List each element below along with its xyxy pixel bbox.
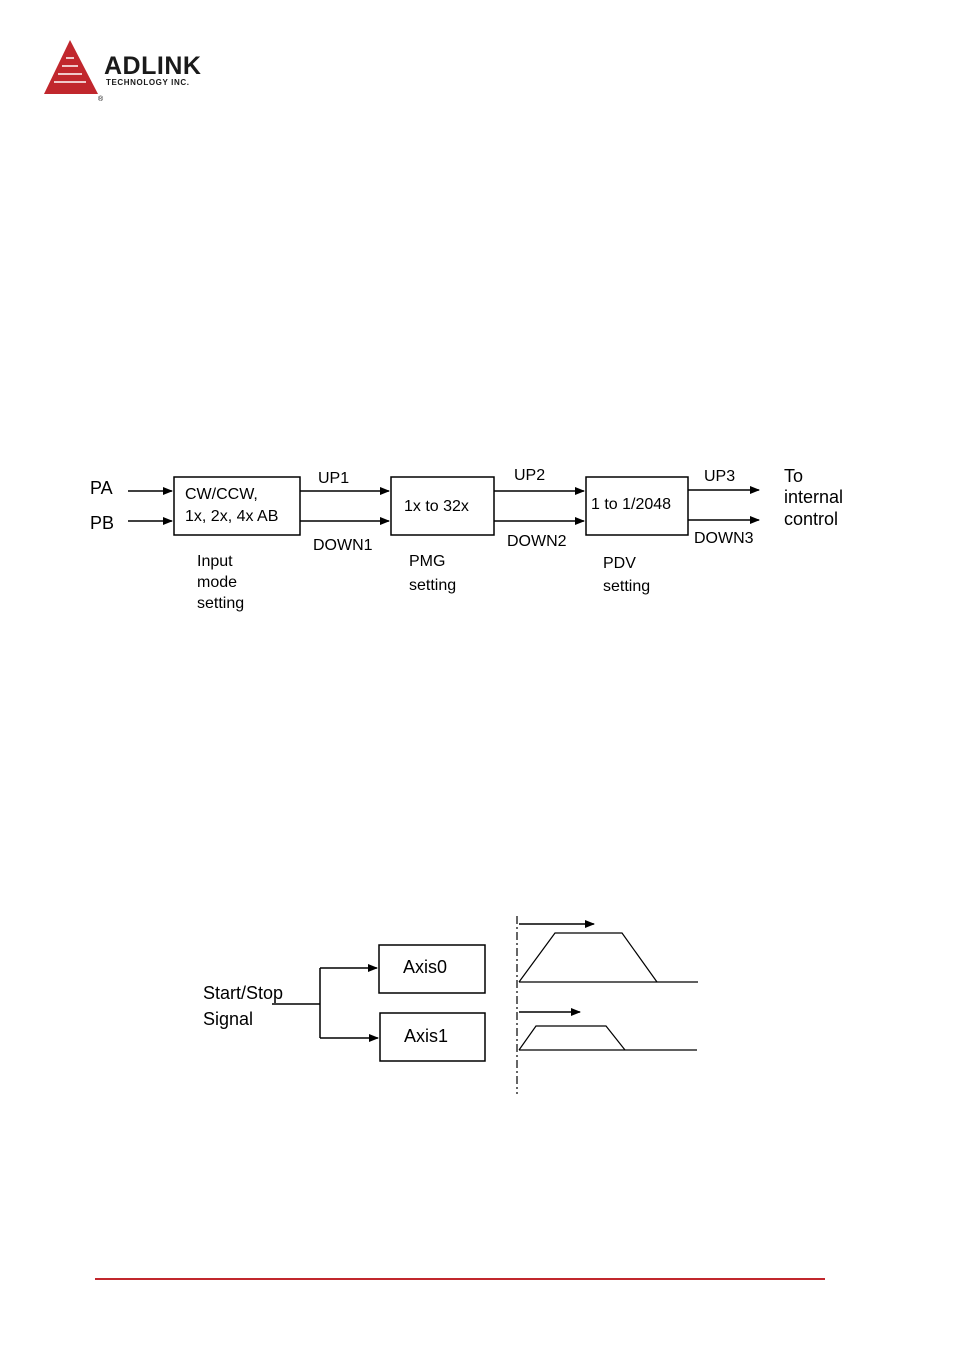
- pulse-input-diagram: PA PB CW/CCW, 1x, 2x, 4x AB Input mode s…: [0, 440, 954, 630]
- pmg-caption-1: PMG: [409, 553, 445, 570]
- footer-divider: [95, 1278, 825, 1280]
- down2-label: DOWN2: [507, 533, 567, 550]
- brand-subtitle: TECHNOLOGY INC.: [106, 78, 190, 87]
- axis0-velocity-profile: [519, 933, 657, 982]
- registered-mark: ®: [98, 92, 110, 104]
- output-line-2: internal: [784, 487, 843, 507]
- pdv-caption-1: PDV: [603, 555, 636, 572]
- output-line-3: control: [784, 509, 838, 529]
- svg-text:®: ®: [98, 95, 104, 103]
- axis0-label: Axis0: [403, 957, 447, 977]
- input-pb-label: PB: [90, 513, 114, 533]
- pdv-caption-2: setting: [603, 578, 650, 595]
- up2-label: UP2: [514, 467, 545, 484]
- input-mode-caption-2: mode: [197, 574, 237, 591]
- input-mode-caption-3: setting: [197, 595, 244, 612]
- axis1-velocity-profile: [519, 1026, 625, 1050]
- up1-label: UP1: [318, 470, 349, 487]
- down3-label: DOWN3: [694, 530, 754, 547]
- pmg-caption-2: setting: [409, 577, 456, 594]
- start-stop-label-2: Signal: [203, 1009, 253, 1029]
- up3-label: UP3: [704, 468, 735, 485]
- adlink-logo: ADLINK TECHNOLOGY INC. ®: [42, 38, 242, 100]
- brand-name: ADLINK: [104, 52, 201, 81]
- input-mode-block-line1: CW/CCW,: [185, 486, 258, 503]
- start-stop-label-1: Start/Stop: [203, 983, 283, 1003]
- output-line-1: To: [784, 466, 803, 486]
- sync-start-diagram: Start/Stop Signal Axis0 Axis1: [0, 900, 954, 1100]
- axis1-label: Axis1: [404, 1026, 448, 1046]
- pdv-block-label: 1 to 1/2048: [591, 496, 671, 513]
- pmg-block-label: 1x to 32x: [404, 498, 469, 515]
- input-pa-label: PA: [90, 478, 113, 498]
- input-mode-block-line2: 1x, 2x, 4x AB: [185, 508, 278, 525]
- down1-label: DOWN1: [313, 537, 373, 554]
- input-mode-caption-1: Input: [197, 553, 233, 570]
- adlink-triangle-icon: [42, 38, 102, 98]
